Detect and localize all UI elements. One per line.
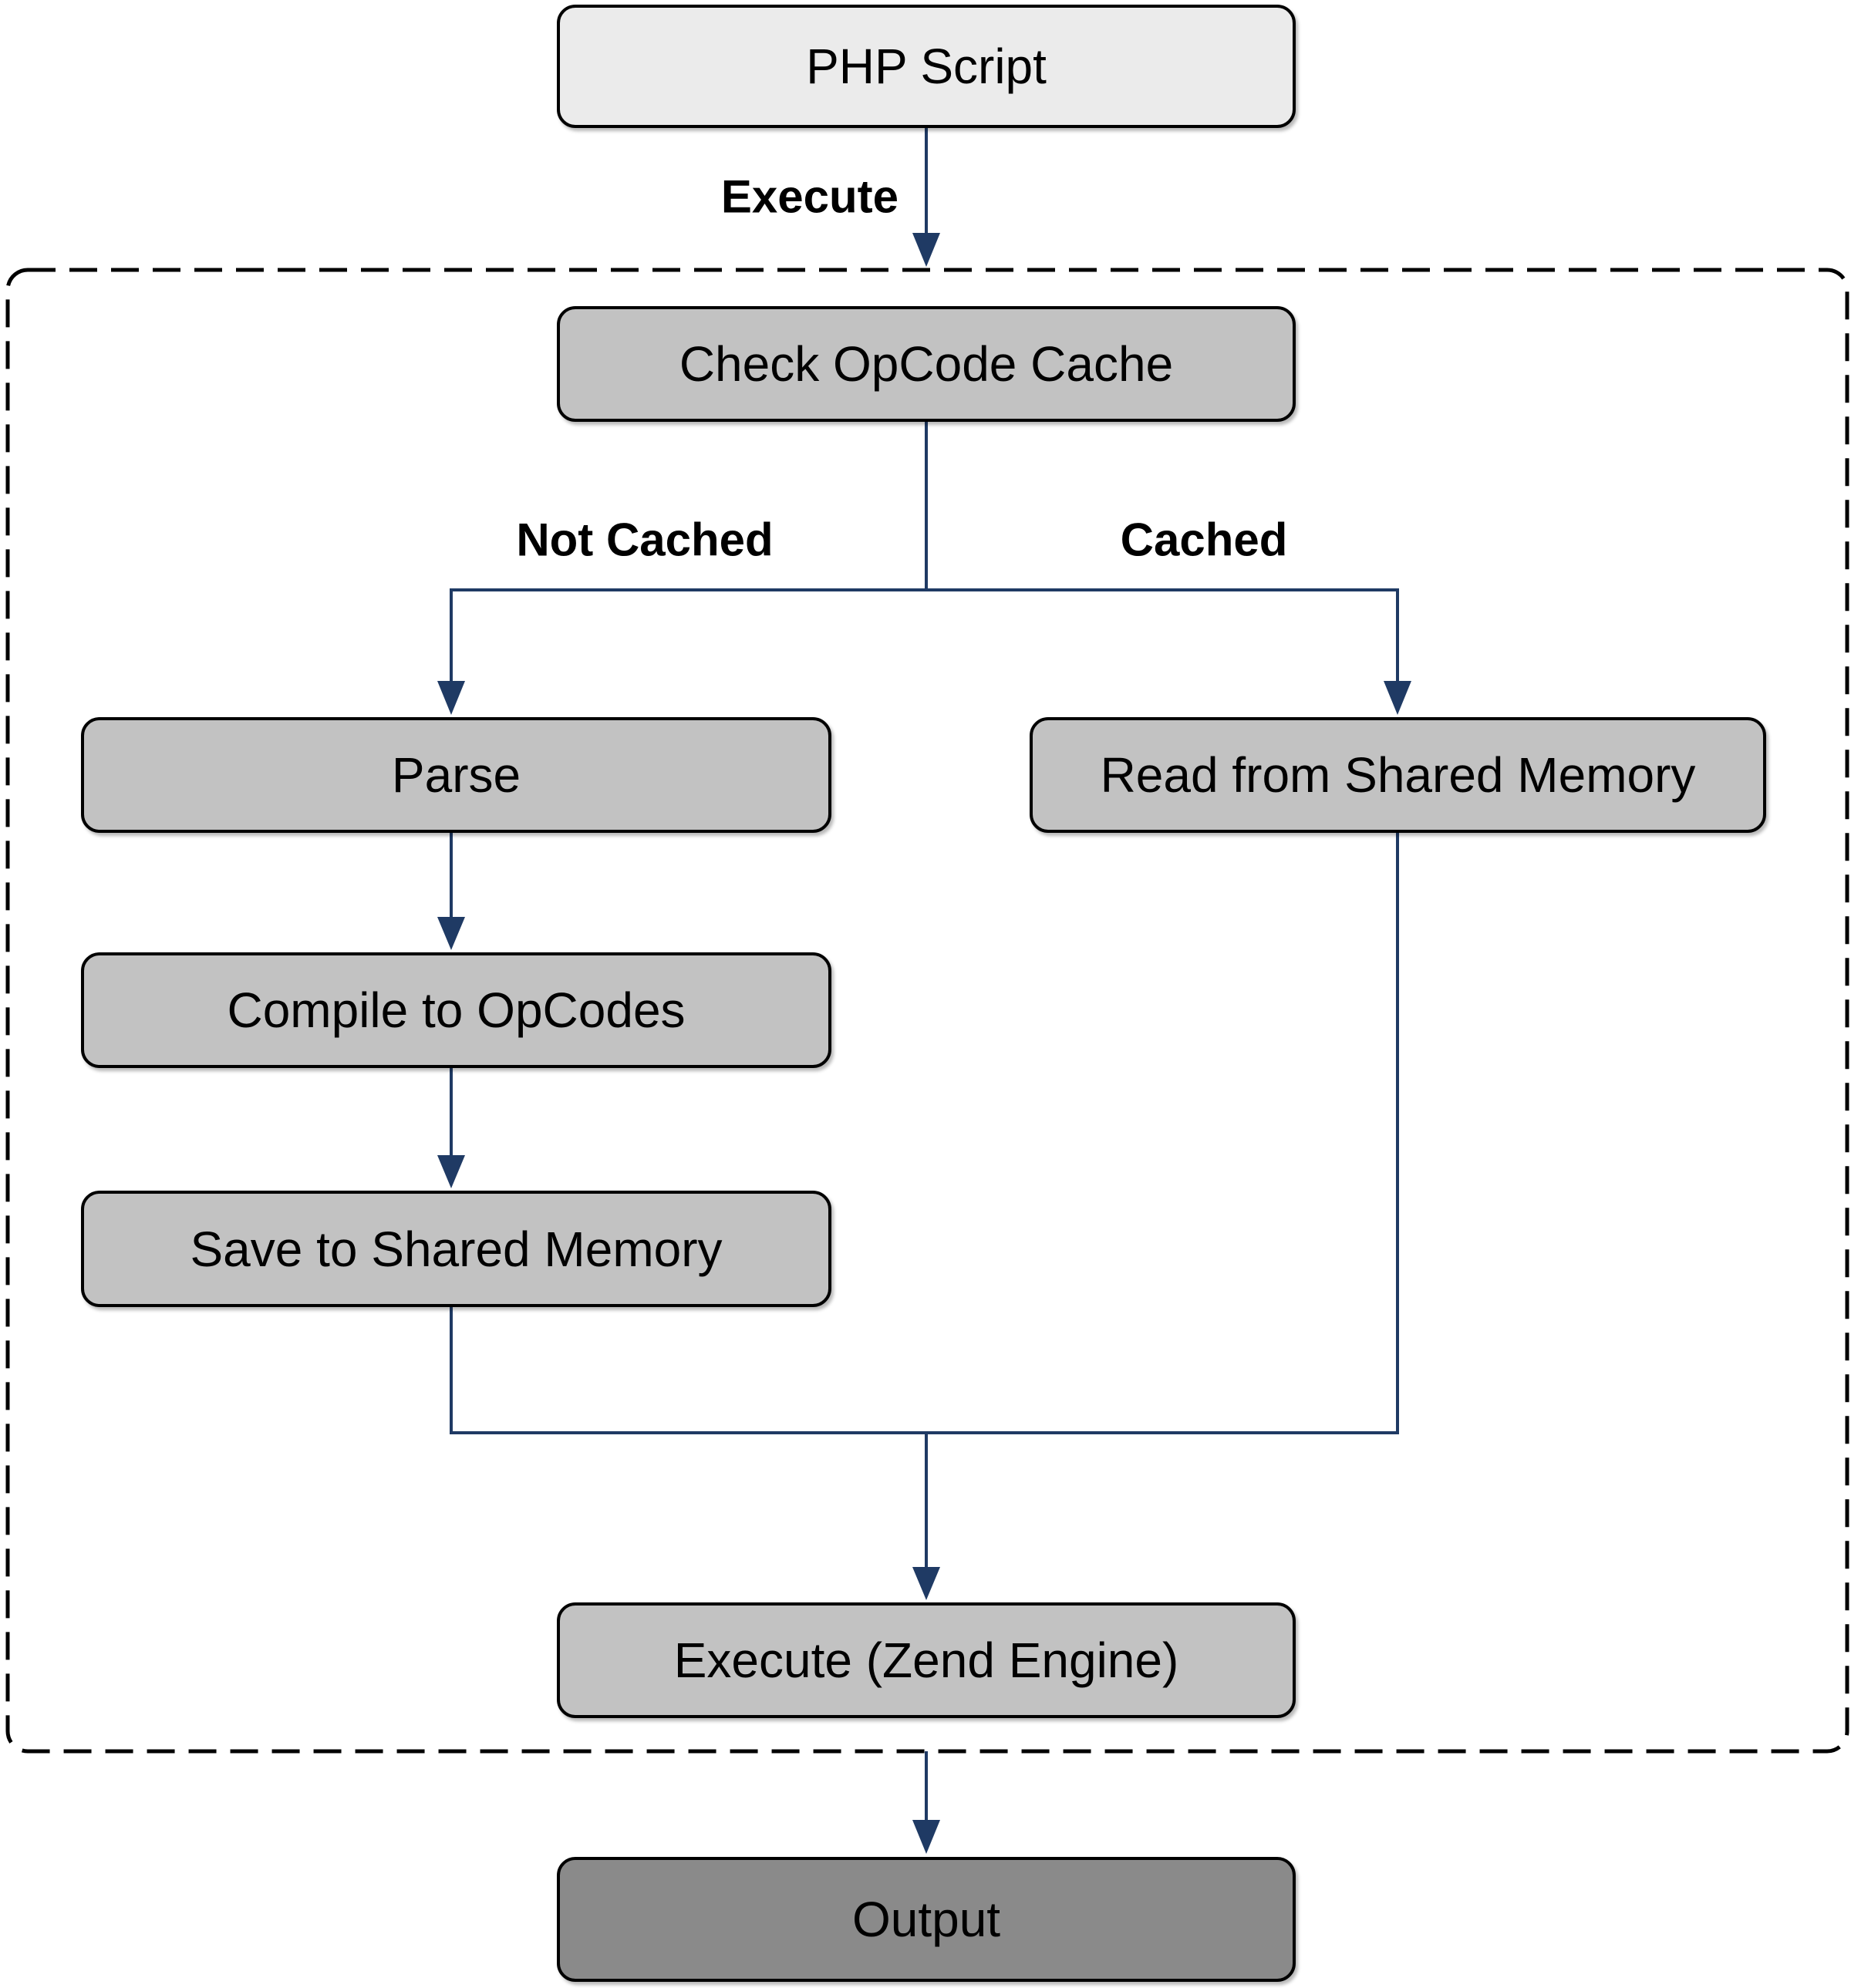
edge-label-execute: Execute [720,170,899,223]
node-check-opcode-cache: Check OpCode Cache [557,306,1296,422]
node-compile-to-opcodes-label: Compile to OpCodes [227,982,686,1038]
node-read-from-shared-memory-label: Read from Shared Memory [1100,747,1696,803]
node-output-label: Output [851,1892,1001,1947]
arrowhead-into-save [437,1155,465,1188]
arrowhead-into-boundary [912,233,940,267]
node-output: Output [557,1857,1296,1982]
node-parse: Parse [81,717,831,833]
node-php-script: PHP Script [557,5,1296,128]
node-parse-label: Parse [391,747,521,803]
arrowhead-into-parse [437,681,465,715]
opcache-boundary-box [5,268,1849,1754]
arrowhead-into-execute [912,1567,940,1600]
node-check-opcode-cache-label: Check OpCode Cache [679,336,1174,392]
edge-label-cached: Cached [1120,514,1288,566]
node-save-to-shared-memory: Save to Shared Memory [81,1191,831,1307]
node-php-script-label: PHP Script [806,39,1047,94]
arrowhead-into-read [1384,681,1411,715]
node-compile-to-opcodes: Compile to OpCodes [81,952,831,1068]
node-execute-zend-engine: Execute (Zend Engine) [557,1602,1296,1718]
node-execute-zend-engine-label: Execute (Zend Engine) [673,1633,1179,1688]
node-read-from-shared-memory: Read from Shared Memory [1030,717,1766,833]
node-save-to-shared-memory-label: Save to Shared Memory [190,1221,723,1277]
arrowhead-into-output [912,1820,940,1854]
edge-label-not-cached: Not Cached [516,514,774,566]
arrowhead-into-compile [437,917,465,950]
